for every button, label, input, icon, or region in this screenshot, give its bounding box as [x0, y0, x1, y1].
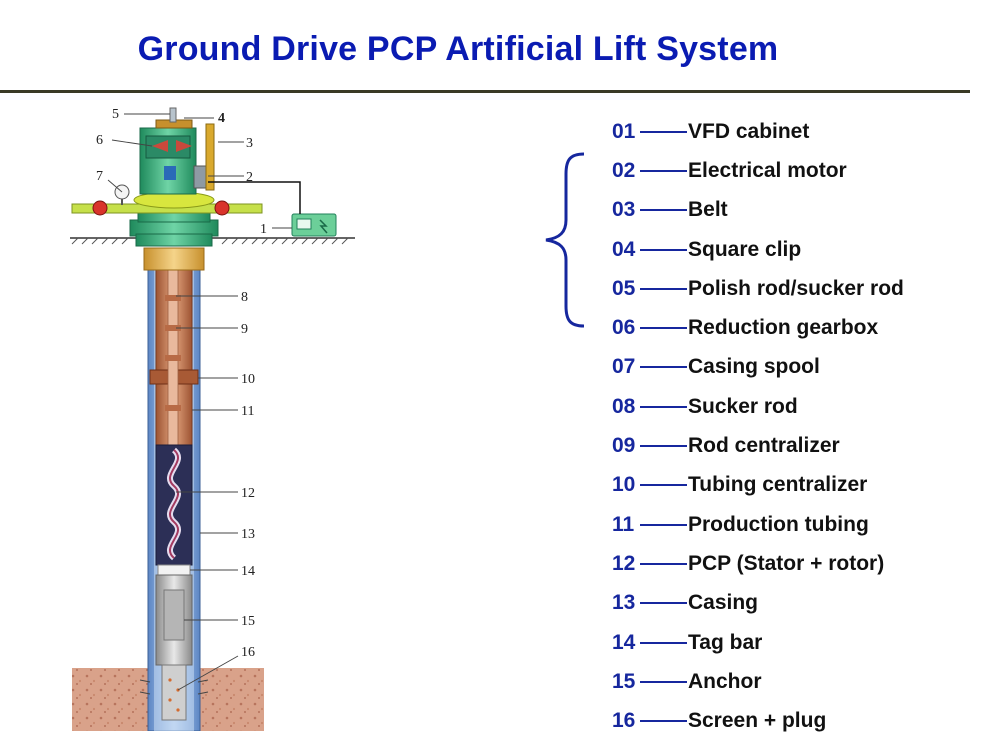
callout-7: 7	[96, 169, 103, 184]
legend-label: Casing spool	[688, 355, 820, 379]
legend-number: 16	[612, 709, 636, 733]
legend-dash	[640, 523, 687, 526]
legend-dash	[640, 287, 687, 290]
legend-dash	[640, 680, 687, 683]
legend-number: 15	[612, 669, 636, 693]
legend-dash	[640, 602, 687, 605]
legend-dash	[640, 720, 687, 723]
legend-number: 12	[612, 551, 636, 575]
legend-dash	[640, 366, 687, 369]
legend-label: VFD cabinet	[688, 119, 810, 143]
callout-16: 16	[241, 645, 255, 660]
belt	[205, 123, 215, 191]
legend-item: 03 Belt	[612, 191, 1000, 230]
page-title: Ground Drive PCP Artificial Lift System	[137, 30, 779, 68]
callout-9: 9	[241, 322, 248, 337]
legend-label: Polish rod/sucker rod	[688, 276, 904, 300]
legend-item: 01 VFD cabinet	[612, 112, 1000, 151]
legend-number: 04	[612, 237, 636, 261]
screen-plug	[161, 664, 187, 721]
legend-label: Production tubing	[688, 512, 869, 536]
pcp-well-schematic: 1 2 3 4 5 6 7 8 9 10 11 12 13 14 15 16	[70, 107, 355, 731]
legend-number: 01	[612, 119, 636, 143]
legend-dash	[640, 405, 687, 408]
legend-item: 05 Polish rod/sucker rod	[612, 269, 1000, 308]
legend-item: 12 PCP (Stator + rotor)	[612, 544, 1000, 583]
legend-label: Anchor	[688, 669, 762, 693]
callout-5: 5	[112, 107, 119, 122]
legend-item: 14 Tag bar	[612, 623, 1000, 662]
valve-right	[214, 200, 230, 216]
legend-number: 08	[612, 394, 636, 418]
legend-item: 15 Anchor	[612, 662, 1000, 701]
legend-label: Tubing centralizer	[688, 473, 868, 497]
legend-label: Square clip	[688, 237, 802, 261]
legend-label: Rod centralizer	[688, 434, 840, 458]
legend-number: 02	[612, 158, 636, 182]
legend-item: 06 Reduction gearbox	[612, 308, 1000, 347]
legend-item: 02 Electrical motor	[612, 151, 1000, 190]
tag-bar	[157, 564, 191, 576]
legend-dash	[640, 169, 687, 172]
callout-2: 2	[246, 170, 253, 185]
legend-label: Reduction gearbox	[688, 316, 879, 340]
legend-label: Sucker rod	[688, 394, 798, 418]
legend-item: 16 Screen + plug	[612, 701, 1000, 740]
callout-1: 1	[260, 222, 267, 237]
valve-left	[92, 200, 108, 216]
legend-number: 14	[612, 630, 636, 654]
legend-item: 08 Sucker rod	[612, 387, 1000, 426]
callout-4: 4	[218, 111, 225, 126]
legend-number: 10	[612, 473, 636, 497]
legend-number: 03	[612, 198, 636, 222]
legend-dash	[640, 130, 687, 133]
callout-6: 6	[96, 133, 103, 148]
legend-item: 04 Square clip	[612, 230, 1000, 269]
legend-label: Belt	[688, 198, 728, 222]
title-divider	[0, 90, 970, 93]
polish-rod	[169, 107, 177, 123]
casing-spool	[143, 247, 205, 271]
callout-11: 11	[241, 404, 254, 419]
legend-item: 11 Production tubing	[612, 505, 1000, 544]
legend-item: 10 Tubing centralizer	[612, 466, 1000, 505]
legend-number: 13	[612, 591, 636, 615]
legend-label: Casing	[688, 591, 759, 615]
callout-12: 12	[241, 486, 255, 501]
legend-item: 13 Casing	[612, 584, 1000, 623]
legend-label: Screen + plug	[688, 709, 827, 733]
legend-label: PCP (Stator + rotor)	[688, 551, 885, 575]
legend-number: 11	[612, 512, 635, 536]
legend-dash	[640, 484, 687, 487]
legend-label: Electrical motor	[688, 158, 847, 182]
callout-14: 14	[241, 564, 255, 579]
legend-dash	[640, 445, 687, 448]
callout-3: 3	[246, 136, 253, 151]
legend-dash	[640, 209, 687, 212]
legend-dash	[640, 248, 687, 251]
legend-number: 07	[612, 355, 636, 379]
callout-8: 8	[241, 290, 248, 305]
callout-10: 10	[241, 372, 255, 387]
power-cable	[208, 181, 301, 214]
legend-number: 05	[612, 276, 636, 300]
group-brace	[545, 152, 585, 328]
reduction-gearbox	[152, 140, 192, 152]
legend-number: 06	[612, 316, 636, 340]
callout-13: 13	[241, 527, 255, 542]
legend-dash	[640, 562, 687, 565]
legend-item: 09 Rod centralizer	[612, 426, 1000, 465]
legend-item: 07 Casing spool	[612, 348, 1000, 387]
callout-15: 15	[241, 614, 255, 629]
legend-dash	[640, 641, 687, 644]
legend-number: 09	[612, 434, 636, 458]
legend-label: Tag bar	[688, 630, 763, 654]
legend-dash	[640, 327, 687, 330]
